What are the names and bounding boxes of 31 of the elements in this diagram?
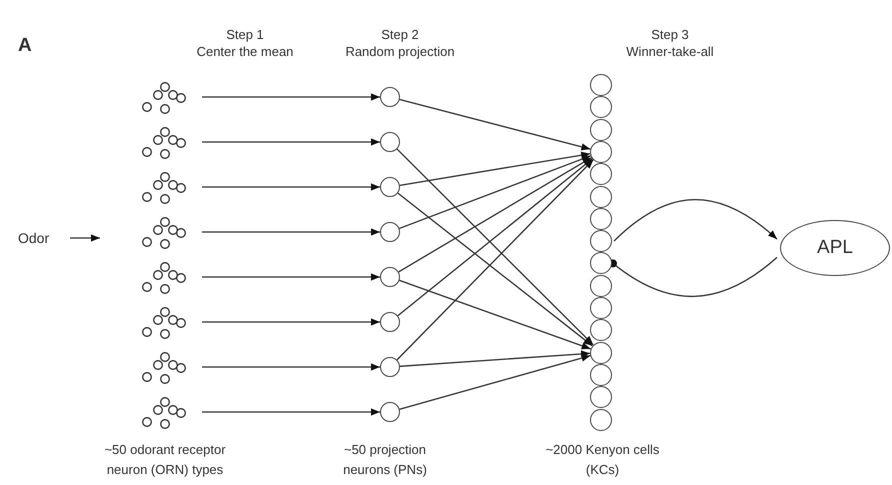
arrow bbox=[397, 192, 593, 346]
arrow bbox=[202, 138, 380, 146]
arrow bbox=[398, 156, 592, 272]
arrow bbox=[400, 350, 590, 367]
arrow bbox=[614, 199, 778, 242]
panel-letter: A bbox=[18, 34, 32, 58]
caption-text: Step 3 bbox=[650, 26, 690, 44]
arrow bbox=[202, 318, 380, 326]
caption-text: Step 2 bbox=[380, 26, 420, 44]
caption-text: Step 1 bbox=[225, 26, 265, 44]
arrow bbox=[400, 98, 591, 150]
caption-text: Random projection bbox=[344, 43, 456, 61]
arrow bbox=[202, 93, 380, 101]
arrow bbox=[399, 280, 591, 350]
arrow bbox=[202, 273, 380, 281]
arrow bbox=[202, 363, 380, 371]
caption-text: ~2000 Kenyon cells (KCs) bbox=[544, 441, 660, 479]
arrow bbox=[399, 354, 591, 410]
arrow bbox=[202, 183, 380, 191]
arrow bbox=[202, 228, 380, 236]
arrow bbox=[400, 152, 590, 186]
apl-ellipse: APL bbox=[780, 220, 890, 276]
arrow bbox=[399, 155, 591, 230]
caption-text: Winner-take-all bbox=[625, 43, 715, 61]
input-label: Odor bbox=[18, 228, 58, 248]
double-arrow bbox=[70, 234, 100, 242]
arrow bbox=[202, 408, 380, 416]
caption-text: ~50 projection neurons (PNs) bbox=[342, 441, 428, 479]
caption-text: ~50 odorant receptor neuron (ORN) types bbox=[103, 441, 227, 479]
caption-text: Center the mean bbox=[196, 43, 294, 61]
arrow bbox=[397, 158, 593, 316]
